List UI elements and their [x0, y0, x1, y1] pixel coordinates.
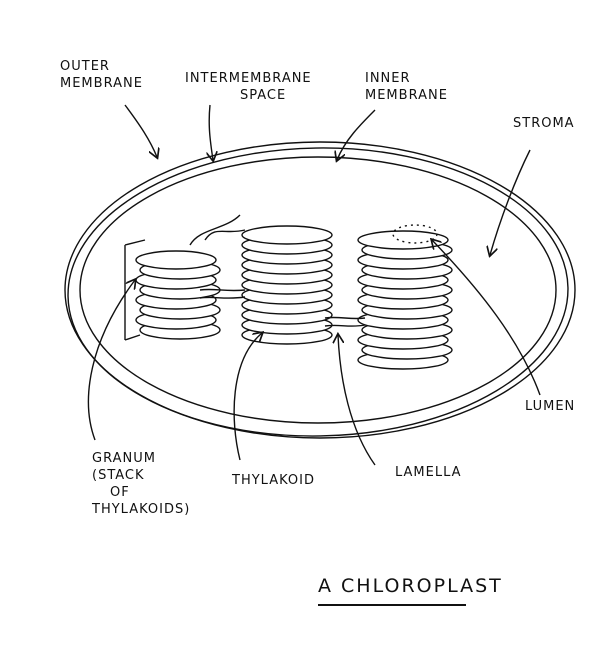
label-lamella: Lamella [395, 465, 462, 480]
outer-membrane [64, 141, 576, 439]
label-thylakoid: Thylakoid [232, 473, 315, 488]
label-line: of [110, 485, 130, 500]
label-intermembrane-space: Intermembrane Space [185, 70, 312, 104]
title-underline [318, 604, 466, 606]
label-line: Outer [60, 59, 110, 74]
label-granum: Granum (Stack of Thylakoids) [92, 450, 190, 518]
inner-membrane [79, 156, 557, 424]
diagram-title: A Chloroplast [318, 575, 503, 597]
label-line: Membrane [60, 76, 143, 91]
label-line: Thylakoids) [92, 502, 191, 517]
label-line: Granum [92, 451, 156, 466]
label-line: Intermembrane [185, 71, 312, 86]
label-stroma: Stroma [513, 116, 575, 131]
granum-stack [135, 250, 221, 340]
grana [135, 225, 453, 370]
lumen-region [392, 224, 438, 244]
label-line: (Stack [92, 468, 145, 483]
granum-stack [241, 225, 333, 345]
label-line: Inner [365, 71, 411, 86]
granum-stack [357, 230, 453, 370]
label-line: Space [240, 88, 287, 103]
lamellae [124, 214, 366, 341]
thylakoid-disc [135, 250, 217, 270]
label-line: Membrane [365, 88, 448, 103]
pointer-lines [87, 104, 541, 466]
thylakoid-disc [357, 230, 449, 250]
label-inner-membrane: Inner Membrane [365, 70, 448, 104]
thylakoid-disc [241, 225, 333, 245]
label-lumen: Lumen [525, 399, 576, 414]
label-outer-membrane: Outer Membrane [60, 58, 143, 92]
